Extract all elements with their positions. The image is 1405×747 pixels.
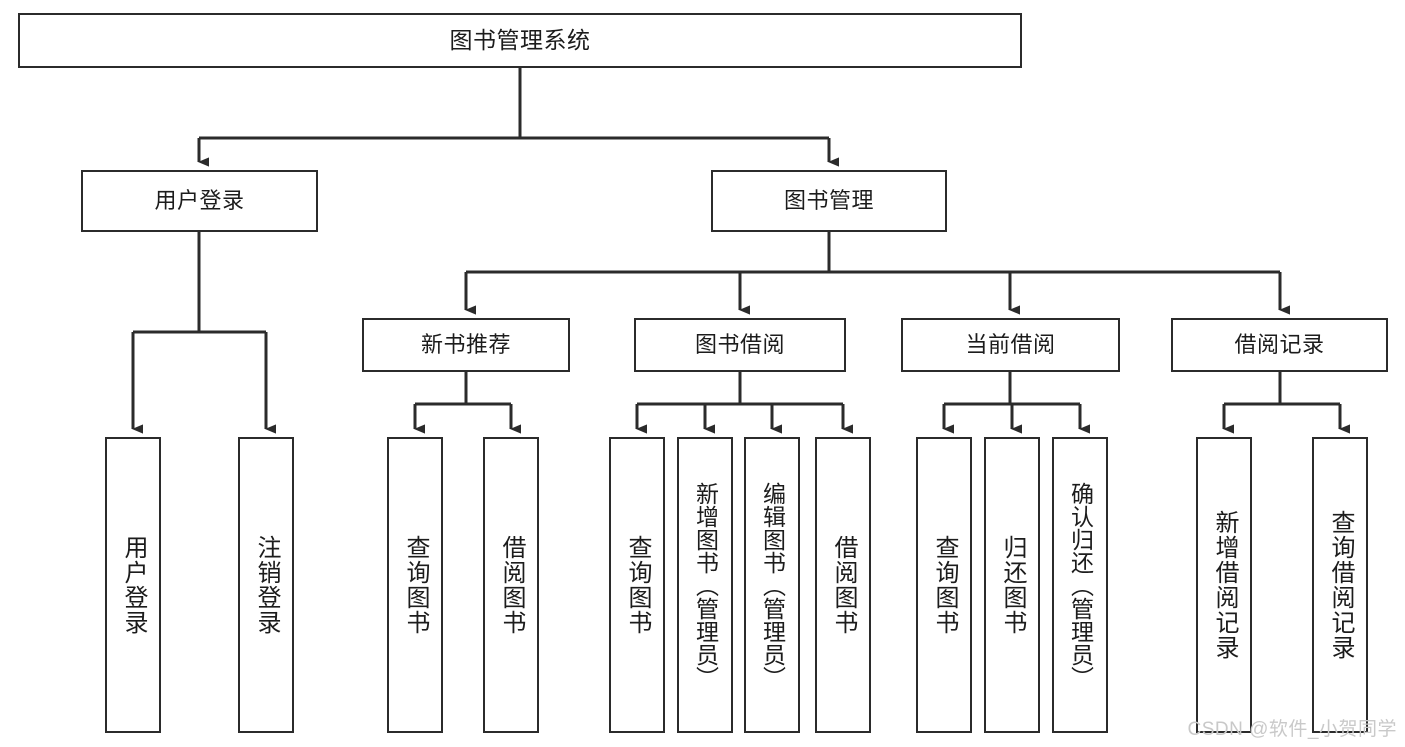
node-label: 图书管理系统 xyxy=(449,27,591,54)
node-label: 新书推荐 xyxy=(420,332,511,358)
node-label: 确认归还（管理员） xyxy=(1067,481,1094,689)
node-label: 注销登录 xyxy=(252,535,280,635)
node-label: 编辑图书（管理员） xyxy=(759,481,786,689)
leaf-return-book[interactable]: 归还图书 xyxy=(984,437,1040,733)
leaf-borrow-book[interactable]: 借阅图书 xyxy=(815,437,871,733)
node-label: 查询图书 xyxy=(401,535,429,635)
node-label: 查询图书 xyxy=(930,535,958,635)
node-book-borrow[interactable]: 图书借阅 xyxy=(634,318,846,372)
node-label: 用户登录 xyxy=(154,188,245,214)
csdn-watermark: CSDN @软件_小贺同学 xyxy=(1187,719,1397,740)
node-label: 当前借阅 xyxy=(965,332,1056,358)
node-label: 借阅图书 xyxy=(497,535,525,635)
node-label: 用户登录 xyxy=(119,535,147,635)
leaf-confirm-return-admin[interactable]: 确认归还（管理员） xyxy=(1052,437,1108,733)
node-label: 归还图书 xyxy=(998,535,1026,635)
leaf-query-borrow-record[interactable]: 查询借阅记录 xyxy=(1312,437,1368,733)
leaf-add-book-admin[interactable]: 新增图书（管理员） xyxy=(677,437,733,733)
leaf-query-book-borrow[interactable]: 查询图书 xyxy=(609,437,665,733)
node-borrow-record[interactable]: 借阅记录 xyxy=(1171,318,1388,372)
node-current-borrow[interactable]: 当前借阅 xyxy=(901,318,1120,372)
node-label: 查询图书 xyxy=(623,535,651,635)
leaf-user-login[interactable]: 用户登录 xyxy=(105,437,161,733)
node-book-management[interactable]: 图书管理 xyxy=(711,170,947,232)
leaf-query-book-current[interactable]: 查询图书 xyxy=(916,437,972,733)
node-label: 新增借阅记录 xyxy=(1210,510,1238,660)
node-new-book-recommend[interactable]: 新书推荐 xyxy=(362,318,570,372)
leaf-edit-book-admin[interactable]: 编辑图书（管理员） xyxy=(744,437,800,733)
node-label: 查询借阅记录 xyxy=(1326,510,1354,660)
node-label: 新增图书（管理员） xyxy=(692,481,719,689)
node-label: 图书借阅 xyxy=(694,332,785,358)
leaf-add-borrow-record[interactable]: 新增借阅记录 xyxy=(1196,437,1252,733)
leaf-logout[interactable]: 注销登录 xyxy=(238,437,294,733)
leaf-borrow-book-recommend[interactable]: 借阅图书 xyxy=(483,437,539,733)
node-label: 图书管理 xyxy=(783,188,874,214)
node-label: 借阅记录 xyxy=(1234,332,1325,358)
leaf-query-book-recommend[interactable]: 查询图书 xyxy=(387,437,443,733)
node-root-book-management-system[interactable]: 图书管理系统 xyxy=(18,13,1022,68)
node-user-login[interactable]: 用户登录 xyxy=(81,170,318,232)
node-label: 借阅图书 xyxy=(829,535,857,635)
